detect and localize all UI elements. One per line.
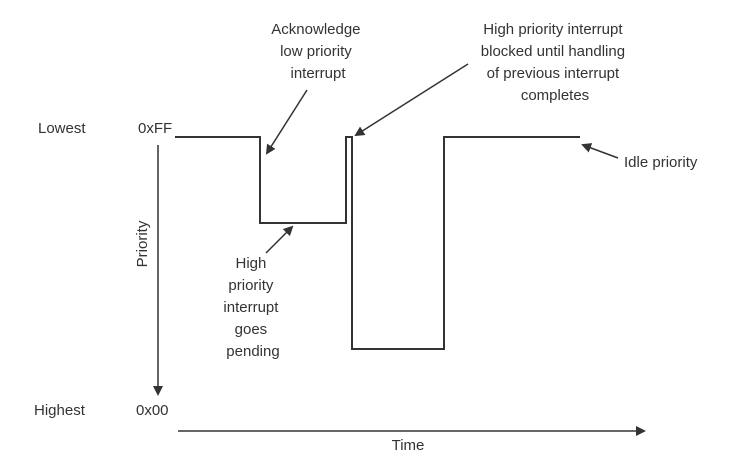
blocked-arrow <box>354 63 469 137</box>
time-axis-title: Time <box>392 437 425 454</box>
priority-trace <box>175 136 580 350</box>
lowest-label: Lowest <box>38 120 86 137</box>
idle-priority-arrow <box>581 143 619 159</box>
idle-priority-annotation: Idle priority <box>624 154 698 171</box>
bottom-value-label: 0x00 <box>136 402 169 419</box>
blocked-annotation: High priority interrupt blocked until ha… <box>481 21 629 104</box>
pending-annotation: High priority interrupt goes pending <box>223 255 282 360</box>
top-value-label: 0xFF <box>138 120 172 137</box>
acknowledge-annotation: Acknowledge low priority interrupt <box>271 21 364 82</box>
pending-arrow <box>265 225 294 254</box>
priority-axis-title: Priority <box>134 220 151 267</box>
highest-label: Highest <box>34 402 86 419</box>
acknowledge-arrow <box>265 89 308 155</box>
